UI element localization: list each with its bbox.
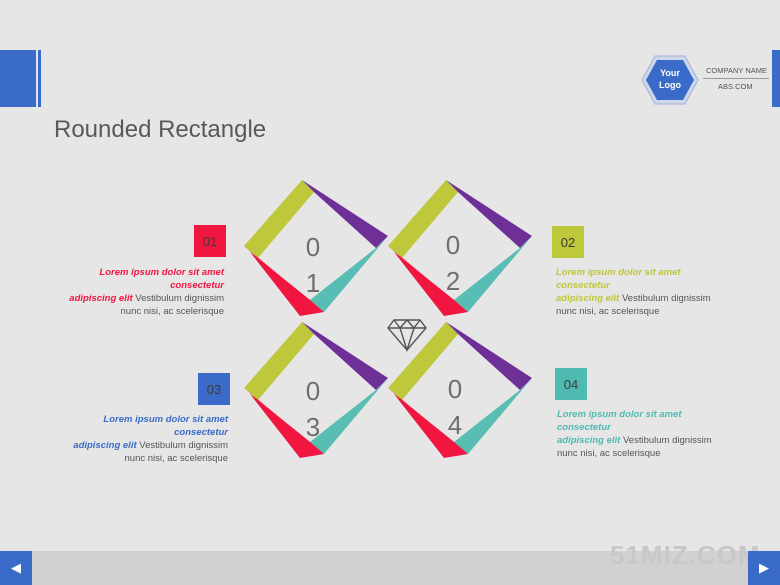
badge-01: 01	[194, 225, 226, 257]
badge-02: 02	[552, 226, 584, 258]
badge-04: 04	[555, 368, 587, 400]
desc-03-lead: Lorem ipsum dolor sit amet consectetur	[103, 414, 228, 438]
description-03: Lorem ipsum dolor sit amet consectetur a…	[48, 413, 228, 465]
prev-slide-button[interactable]: ◀	[0, 551, 32, 585]
company-divider	[703, 78, 769, 79]
diamond-shape-4: 0 4	[388, 322, 532, 458]
desc-01-lead: Lorem ipsum dolor sit amet consectetur	[99, 267, 224, 291]
arrow-right-icon: ▶	[759, 560, 769, 575]
page-title: Rounded Rectangle	[54, 116, 267, 143]
svg-text:0: 0	[446, 230, 460, 260]
diamond-icon	[387, 318, 427, 353]
svg-text:0: 0	[306, 232, 320, 262]
description-02: Lorem ipsum dolor sit amet consectetur a…	[556, 266, 736, 318]
badge-01-label: 01	[202, 233, 218, 249]
company-url: ABS.COM	[718, 82, 753, 91]
company-logo: Your Logo	[641, 55, 699, 105]
desc-04-lead: Lorem ipsum dolor sit amet consectetur	[557, 409, 682, 433]
logo-line2: Logo	[659, 80, 681, 90]
svg-text:4: 4	[448, 410, 462, 440]
desc-03-body: Vestibulum dignissim	[139, 440, 228, 451]
diamond-shape-1: 0 1	[244, 180, 388, 316]
svg-text:2: 2	[446, 266, 460, 296]
description-01: Lorem ipsum dolor sit amet consectetur a…	[44, 266, 224, 318]
desc-02-lead: Lorem ipsum dolor sit amet consectetur	[556, 267, 681, 291]
desc-04-body: Vestibulum dignissim	[623, 435, 712, 446]
description-04: Lorem ipsum dolor sit amet consectetur a…	[557, 408, 737, 460]
diamond-shape-3: 0 3	[244, 322, 388, 458]
bottom-bar	[0, 551, 780, 585]
desc-02-body2: nunc nisi, ac scelerisque	[556, 306, 660, 317]
svg-text:0: 0	[448, 374, 462, 404]
desc-03-lead2: adipiscing elit	[73, 440, 137, 451]
left-accent-line	[38, 50, 41, 107]
desc-04-body2: nunc nisi, ac scelerisque	[557, 448, 661, 459]
right-accent-bar	[772, 50, 780, 107]
logo-line1: Your	[660, 68, 680, 78]
watermark: 51MIZ.COM	[610, 540, 761, 570]
next-slide-button[interactable]: ▶	[748, 551, 780, 585]
rounded-rectangle-graphic: 0 1 0 2 0 3 0 4	[244, 180, 532, 458]
desc-01-body2: nunc nisi, ac scelerisque	[120, 306, 225, 317]
desc-01-lead2: adipiscing elit	[69, 293, 133, 304]
desc-04-lead2: adipiscing elit	[557, 435, 621, 446]
left-accent-bar	[0, 50, 36, 107]
desc-01-body: Vestibulum dignissim	[135, 293, 224, 304]
badge-03: 03	[198, 373, 230, 405]
desc-03-body2: nunc nisi, ac scelerisque	[124, 453, 229, 464]
badge-03-label: 03	[206, 381, 222, 397]
diamond-shape-2: 0 2	[388, 180, 532, 316]
company-name: COMPANY NAME	[706, 66, 767, 75]
svg-text:1: 1	[306, 268, 320, 298]
svg-text:0: 0	[306, 376, 320, 406]
svg-text:3: 3	[306, 412, 320, 442]
badge-02-label: 02	[560, 234, 576, 250]
badge-04-label: 04	[563, 376, 579, 392]
desc-02-body: Vestibulum dignissim	[622, 293, 711, 304]
desc-02-lead2: adipiscing elit	[556, 293, 620, 304]
arrow-left-icon: ◀	[11, 560, 21, 575]
